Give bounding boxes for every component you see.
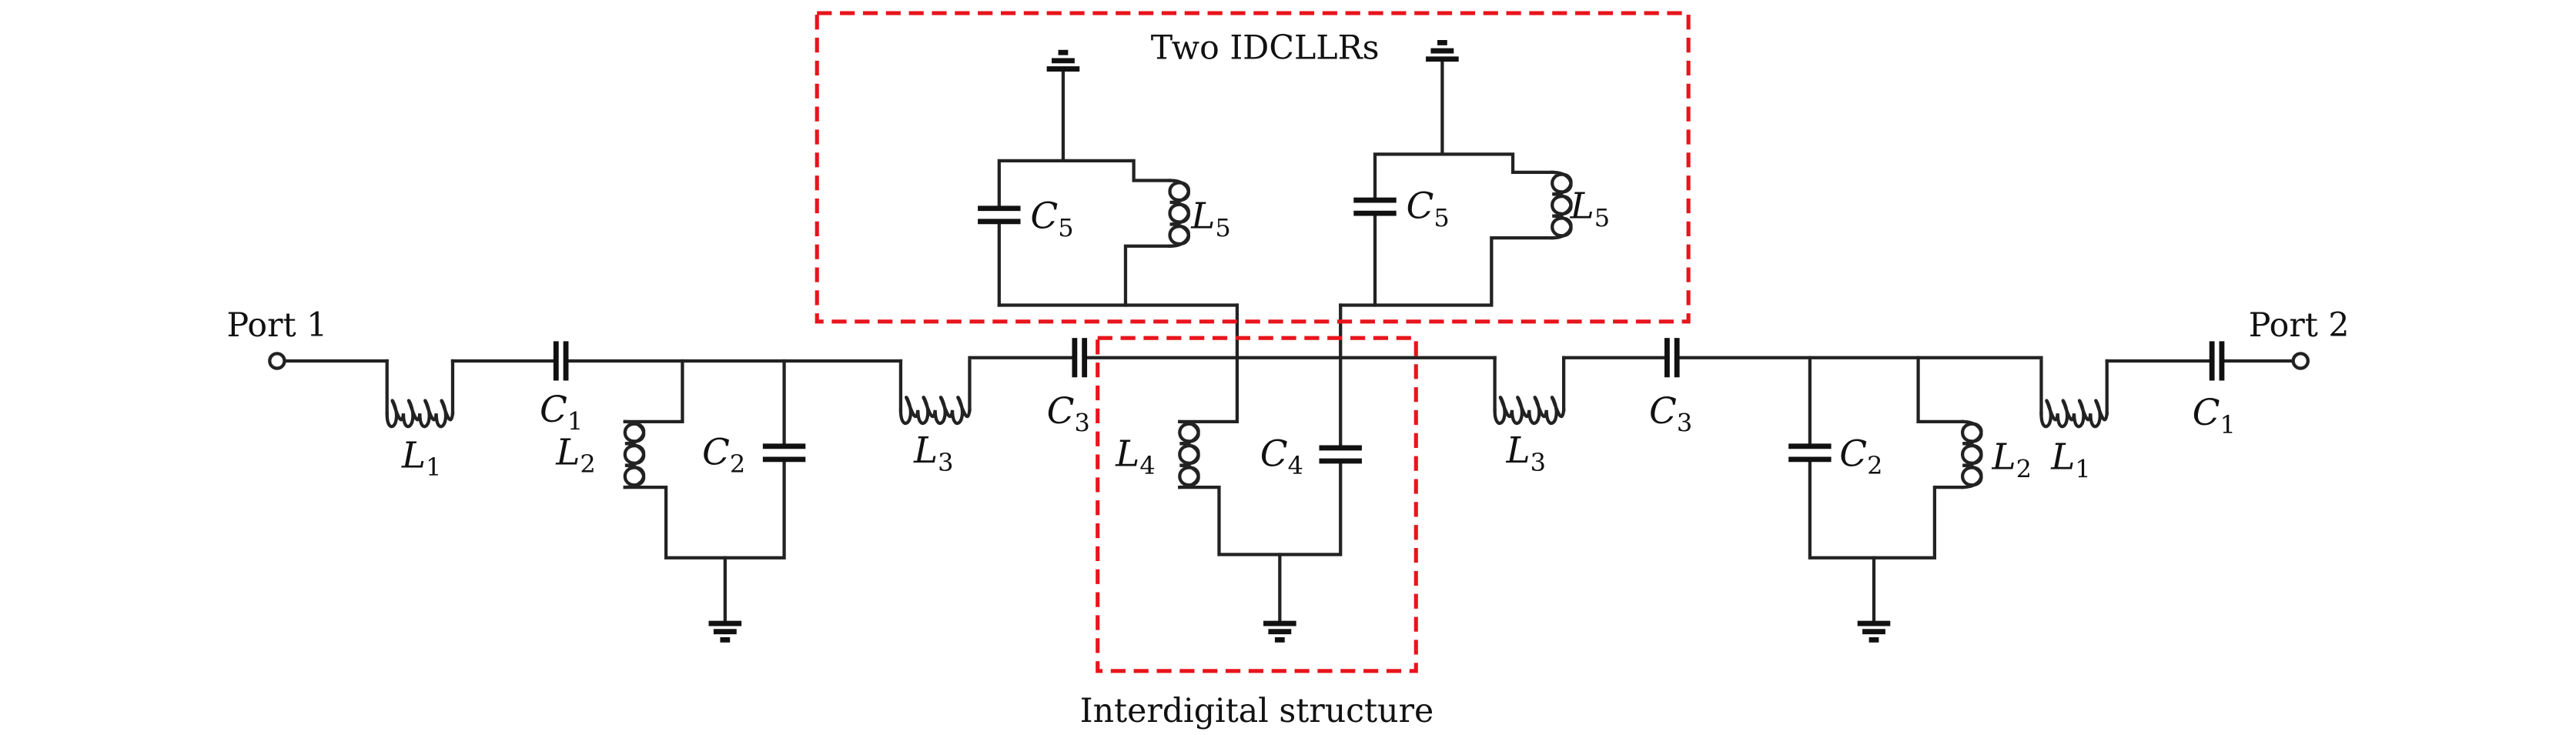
port2-label: Port 2 (2249, 306, 2350, 345)
inductor-coil (1168, 179, 1190, 248)
component-symbol: L (1115, 433, 1139, 475)
component-symbol: C (2193, 392, 2220, 434)
inductor-coil (1960, 419, 1983, 489)
component-symbol: C (1839, 433, 1867, 475)
component-subscript: 5 (1594, 203, 1610, 232)
component-subscript: 2 (1867, 451, 1882, 480)
component-symbol: L (401, 435, 426, 477)
inductor-coil (898, 396, 972, 426)
component-label-C5-left: C5 (1030, 195, 1073, 242)
inductor-coil (1178, 419, 1200, 489)
component-subscript: 5 (1058, 213, 1073, 242)
component-subscript: 4 (1139, 451, 1155, 480)
inductor-coil (385, 399, 455, 429)
component-symbol: C (1406, 185, 1434, 228)
component-subscript: 1 (2220, 410, 2235, 439)
component-label-L5-left: L5 (1190, 195, 1230, 242)
inductor-coil (2039, 399, 2109, 429)
component-symbol: C (540, 389, 567, 431)
top-box-label: Two IDCLLRs (1151, 29, 1380, 68)
wire (1808, 459, 1965, 560)
wires (283, 57, 2294, 622)
component-label-C1-left: C1 (540, 389, 583, 436)
component-subscript: 2 (580, 449, 595, 479)
component-symbol: C (1047, 390, 1075, 433)
interdigital-highlight-box (1096, 336, 1418, 673)
bottom-box-label: Interdigital structure (1080, 692, 1434, 730)
wire (1123, 244, 1172, 307)
component-subscript: 3 (1677, 409, 1692, 438)
component-label-C2-left: C2 (702, 431, 745, 479)
component-symbol: L (1190, 195, 1215, 237)
component-subscript: 5 (1434, 203, 1449, 232)
inductor-coil (1493, 396, 1566, 426)
component-subscript: 5 (1215, 213, 1230, 242)
component-symbol: C (702, 431, 730, 473)
component-label-L3-right: L3 (1506, 429, 1546, 477)
wire (623, 359, 684, 423)
idcllr-highlight-box (815, 11, 1691, 324)
component-label-C5-right: C5 (1406, 185, 1449, 233)
component-subscript: 3 (1075, 409, 1090, 438)
component-label-L1-left: L1 (401, 435, 441, 483)
wire (623, 457, 786, 560)
component-symbol: L (1506, 429, 1531, 472)
component-label-C3-left: C3 (1047, 390, 1090, 438)
component-symbol: C (1030, 195, 1058, 237)
component-subscript: 2 (730, 449, 745, 479)
component-symbol: L (913, 429, 938, 472)
wire (1373, 152, 1554, 201)
component-subscript: 1 (2075, 454, 2090, 483)
wire (1178, 461, 1343, 556)
port1-label: Port 1 (226, 306, 327, 345)
component-label-L4: L4 (1115, 433, 1155, 480)
component-label-L3-left: L3 (913, 429, 953, 477)
component-symbol: C (1649, 390, 1677, 433)
component-subscript: 4 (1288, 451, 1303, 480)
inductor-coil (623, 419, 646, 489)
component-subscript: 1 (567, 407, 583, 436)
component-label-L2-left: L2 (555, 431, 595, 479)
parts (268, 40, 2310, 643)
component-label-C1-right: C1 (2193, 392, 2236, 439)
component-symbol: L (2050, 436, 2075, 479)
wire (1339, 236, 1554, 307)
component-label-C4: C4 (1260, 433, 1303, 480)
component-label-L1-right: L1 (2050, 436, 2090, 484)
port-terminal (268, 352, 286, 370)
component-symbol: C (1260, 433, 1288, 475)
component-label-C3-right: C3 (1649, 390, 1692, 438)
component-label-L5-right: L5 (1570, 185, 1610, 233)
component-subscript: 1 (426, 453, 441, 482)
component-subscript: 3 (1531, 448, 1546, 477)
wire (997, 159, 1172, 209)
component-label-C2-right: C2 (1839, 433, 1882, 480)
wire (1178, 303, 1239, 423)
component-symbol: L (1570, 185, 1594, 228)
wire (1916, 356, 1965, 423)
component-subscript: 3 (938, 448, 953, 477)
component-symbol: L (555, 431, 580, 473)
component-symbol: L (1991, 436, 2016, 479)
port-terminal (2291, 352, 2310, 370)
component-label-L2-right: L2 (1991, 436, 2031, 484)
inductor-coil (1551, 170, 1573, 240)
component-subscript: 2 (2016, 454, 2032, 483)
